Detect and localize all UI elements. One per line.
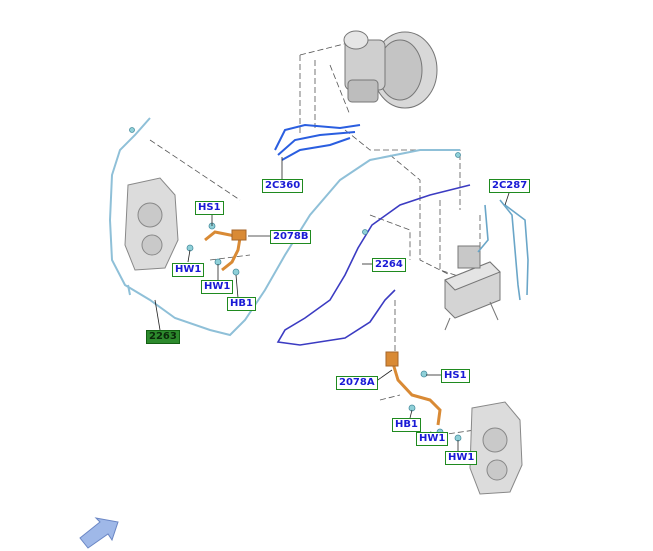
callout-2078a[interactable]: 2078A <box>336 376 378 390</box>
right-brake-caliper <box>469 401 523 495</box>
brake-tubes-2c360 <box>274 123 361 161</box>
callout-hs1-top[interactable]: HS1 <box>195 201 224 215</box>
callout-hw1-b[interactable]: HW1 <box>201 280 234 294</box>
arrow-down-left-icon[interactable] <box>79 517 119 549</box>
brake-booster <box>343 30 438 109</box>
brake-hose-2078a <box>385 351 442 426</box>
callout-hw1-c[interactable]: HW1 <box>416 432 449 446</box>
callout-2264[interactable]: 2264 <box>372 258 406 272</box>
callout-2078b[interactable]: 2078B <box>270 230 312 244</box>
abs-module <box>444 245 501 331</box>
brake-line-2263 <box>108 117 460 337</box>
brake-line-2264 <box>276 184 471 346</box>
callout-hw1-d[interactable]: HW1 <box>445 451 478 465</box>
callout-2263[interactable]: 2263 <box>146 330 180 344</box>
callout-hb1-top[interactable]: HB1 <box>227 297 256 311</box>
callout-2c360[interactable]: 2C360 <box>262 179 304 193</box>
callout-2c287[interactable]: 2C287 <box>489 179 531 193</box>
brake-line-2c287 <box>477 199 529 301</box>
left-brake-caliper <box>124 177 179 271</box>
callout-hb1-bottom[interactable]: HB1 <box>392 418 421 432</box>
leader-lines <box>149 39 481 436</box>
brake-hose-2078b <box>204 229 247 272</box>
callout-hw1-a[interactable]: HW1 <box>172 263 205 277</box>
callout-hs1-bottom[interactable]: HS1 <box>441 369 470 383</box>
